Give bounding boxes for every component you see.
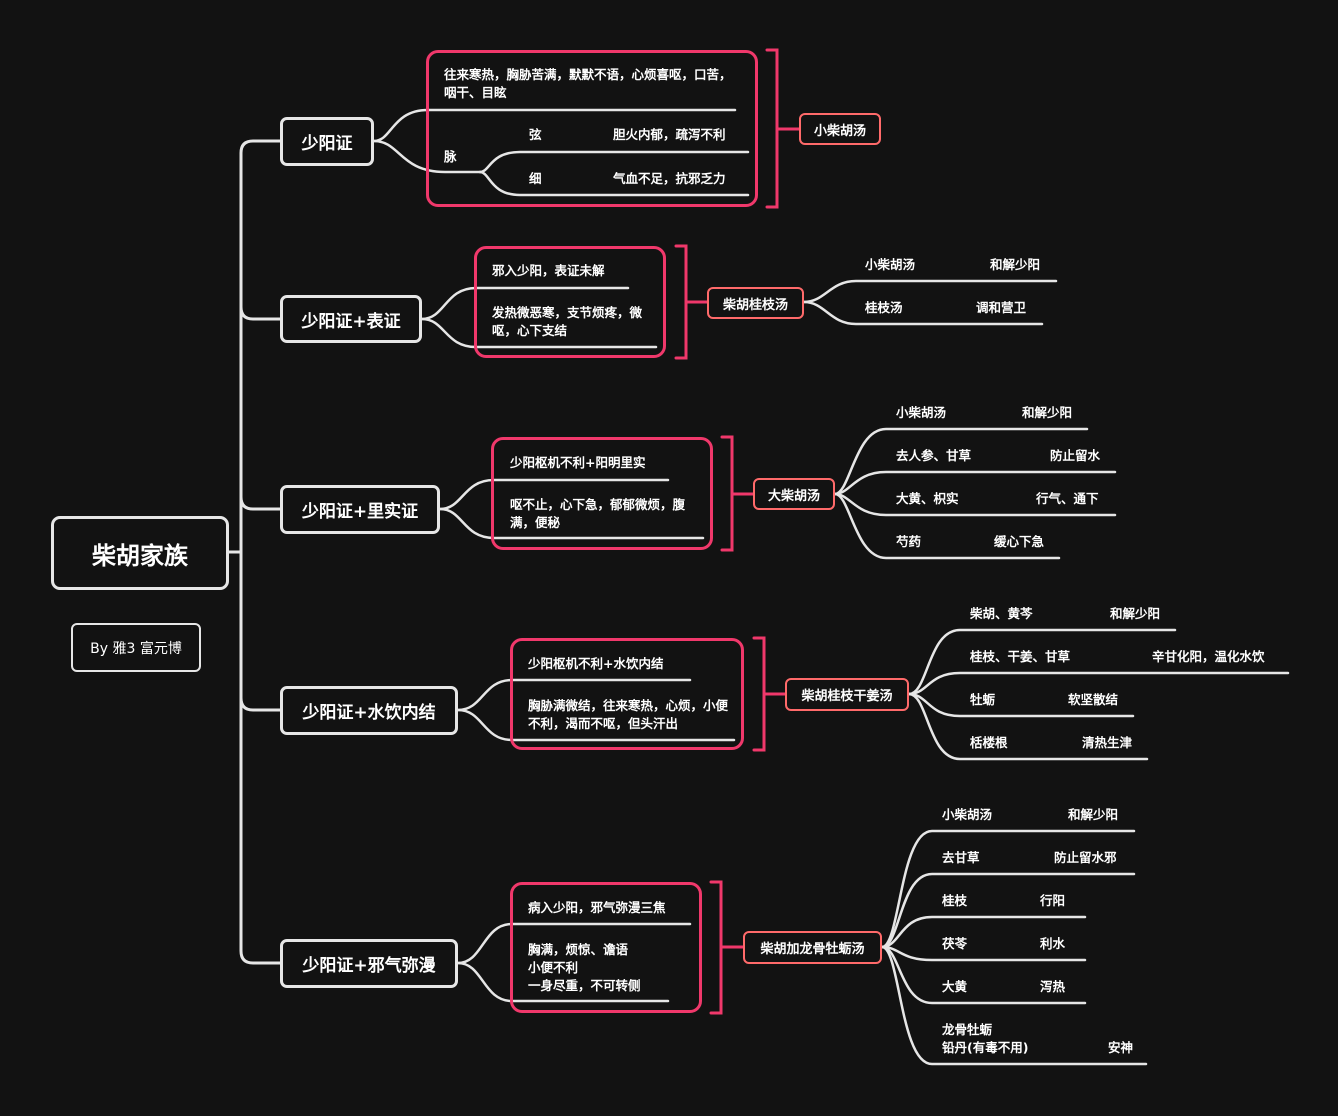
pulse-meaning: 胆火内郁，疏泻不利 <box>613 127 726 142</box>
herb-text: 龙骨牡蛎 <box>942 1022 993 1037</box>
pulse-type: 细 <box>529 171 542 186</box>
detail-box-5 <box>510 882 702 1013</box>
category-node-shuiyin[interactable]: 少阳证+水饮内结 <box>280 686 458 735</box>
herb-text: 去甘草 <box>942 850 980 865</box>
formula-node[interactable]: 柴胡桂枝干姜汤 <box>785 678 909 711</box>
herb-text: 桂枝汤 <box>865 300 903 315</box>
note-text: 小便不利 <box>528 960 579 975</box>
detail-box-3 <box>491 437 713 550</box>
pulse-meaning: 气血不足，抗邪乏力 <box>613 171 726 186</box>
effect-text: 泻热 <box>1040 979 1066 994</box>
herb-text: 铅丹(有毒不用) <box>942 1040 1029 1055</box>
herb-text: 桂枝 <box>942 893 968 908</box>
effect-text: 防止留水邪 <box>1054 850 1117 865</box>
credit-label: By 雅3 富元博 <box>71 623 201 672</box>
detail-box-2 <box>474 246 666 358</box>
effect-text: 和解少阳 <box>990 257 1041 272</box>
symptom-text: 往来寒热，胸胁苦满，默默不语，心烦喜呕，口苦，咽干、目眩 <box>444 67 732 100</box>
formula-node[interactable]: 大柴胡汤 <box>753 478 835 510</box>
herb-text: 牡蛎 <box>970 692 996 707</box>
note-text: 少阳枢机不利+水饮内结 <box>528 656 664 671</box>
effect-text: 和解少阳 <box>1068 807 1119 822</box>
root-node[interactable]: 柴胡家族 <box>51 516 229 590</box>
herb-text: 去人参、甘草 <box>896 448 972 463</box>
note-text: 胸满，烦惊、谵语 <box>528 942 629 957</box>
herb-text: 栝楼根 <box>970 735 1008 750</box>
herb-text: 小柴胡汤 <box>896 405 947 420</box>
pulse-type: 弦 <box>529 127 542 142</box>
herb-text: 小柴胡汤 <box>865 257 916 272</box>
pulse-label: 脉 <box>444 149 457 164</box>
effect-text: 和解少阳 <box>1022 405 1073 420</box>
effect-text: 辛甘化阳，温化水饮 <box>1152 649 1265 664</box>
note-text: 病入少阳，邪气弥漫三焦 <box>528 900 666 915</box>
herb-text: 桂枝、干姜、甘草 <box>970 649 1071 664</box>
detail-box-1 <box>426 50 758 207</box>
note-text: 发热微恶寒，支节烦疼，微呕，心下支结 <box>492 305 643 338</box>
effect-text: 调和营卫 <box>976 300 1027 315</box>
effect-text: 软坚散结 <box>1068 692 1119 707</box>
effect-text: 防止留水 <box>1050 448 1101 463</box>
formula-node[interactable]: 柴胡加龙骨牡蛎汤 <box>743 931 882 964</box>
category-node-shaoyang[interactable]: 少阳证 <box>280 117 374 166</box>
effect-text: 安神 <box>1108 1040 1134 1055</box>
category-node-lishizheng[interactable]: 少阳证+里实证 <box>280 485 440 534</box>
herb-text: 芍药 <box>896 534 922 549</box>
effect-text: 缓心下急 <box>994 534 1045 549</box>
herb-text: 大黄 <box>942 979 968 994</box>
detail-box-4 <box>510 638 744 750</box>
formula-node[interactable]: 柴胡桂枝汤 <box>707 287 804 319</box>
note-text: 一身尽重，不可转侧 <box>528 978 641 993</box>
category-node-biaozheng[interactable]: 少阳证+表证 <box>280 295 422 343</box>
herb-text: 大黄、枳实 <box>896 491 959 506</box>
effect-text: 行气、通下 <box>1036 491 1099 506</box>
note-text: 呕不止，心下急，郁郁微烦，腹满，便秘 <box>510 497 686 530</box>
formula-node[interactable]: 小柴胡汤 <box>799 113 881 145</box>
category-node-xieqi[interactable]: 少阳证+邪气弥漫 <box>280 939 458 988</box>
effect-text: 行阳 <box>1040 893 1066 908</box>
note-text: 邪入少阳，表证未解 <box>492 263 605 278</box>
herb-text: 柴胡、黄芩 <box>970 606 1033 621</box>
herb-text: 茯苓 <box>942 936 968 951</box>
effect-text: 利水 <box>1040 936 1066 951</box>
effect-text: 清热生津 <box>1082 735 1133 750</box>
herb-text: 小柴胡汤 <box>942 807 993 822</box>
effect-text: 和解少阳 <box>1110 606 1161 621</box>
note-text: 胸胁满微结，往来寒热，心烦，小便不利，渴而不呕，但头汗出 <box>528 698 729 731</box>
note-text: 少阳枢机不利+阳明里实 <box>510 455 646 470</box>
